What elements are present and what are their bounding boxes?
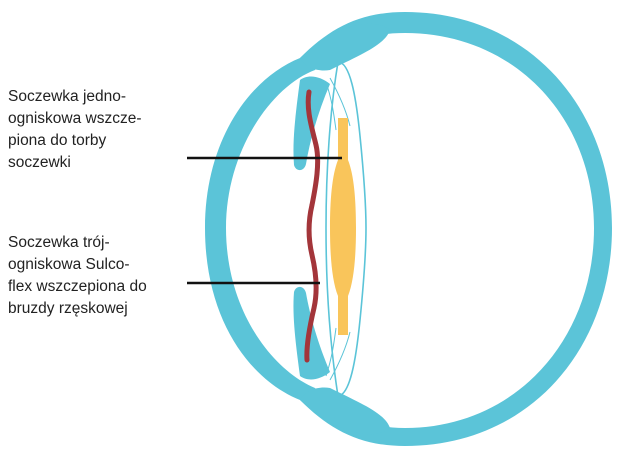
- scleral-spur-top: [300, 24, 390, 71]
- label-trifocal-line-3: flex wszczepiona do: [8, 276, 147, 298]
- label-monofocal-line-2: ogniskowa wszcze-: [8, 108, 142, 130]
- label-monofocal-line-3: piona do torby: [8, 130, 142, 152]
- monofocal-lens: [330, 118, 356, 335]
- iris-lower: [293, 287, 330, 380]
- scleral-spur-bottom: [300, 388, 390, 435]
- label-trifocal-line-4: bruzdy rzęskowej: [8, 298, 147, 320]
- label-monofocal-lens: Soczewka jedno- ogniskowa wszcze- piona …: [8, 86, 142, 174]
- label-trifocal-line-2: ogniskowa Sulco-: [8, 254, 147, 276]
- label-trifocal-lens: Soczewka trój- ogniskowa Sulco- flex wsz…: [8, 232, 147, 320]
- label-trifocal-line-1: Soczewka trój-: [8, 232, 147, 254]
- label-monofocal-line-4: soczewki: [8, 152, 142, 174]
- label-monofocal-line-1: Soczewka jedno-: [8, 86, 142, 108]
- eye-wall: [205, 12, 612, 446]
